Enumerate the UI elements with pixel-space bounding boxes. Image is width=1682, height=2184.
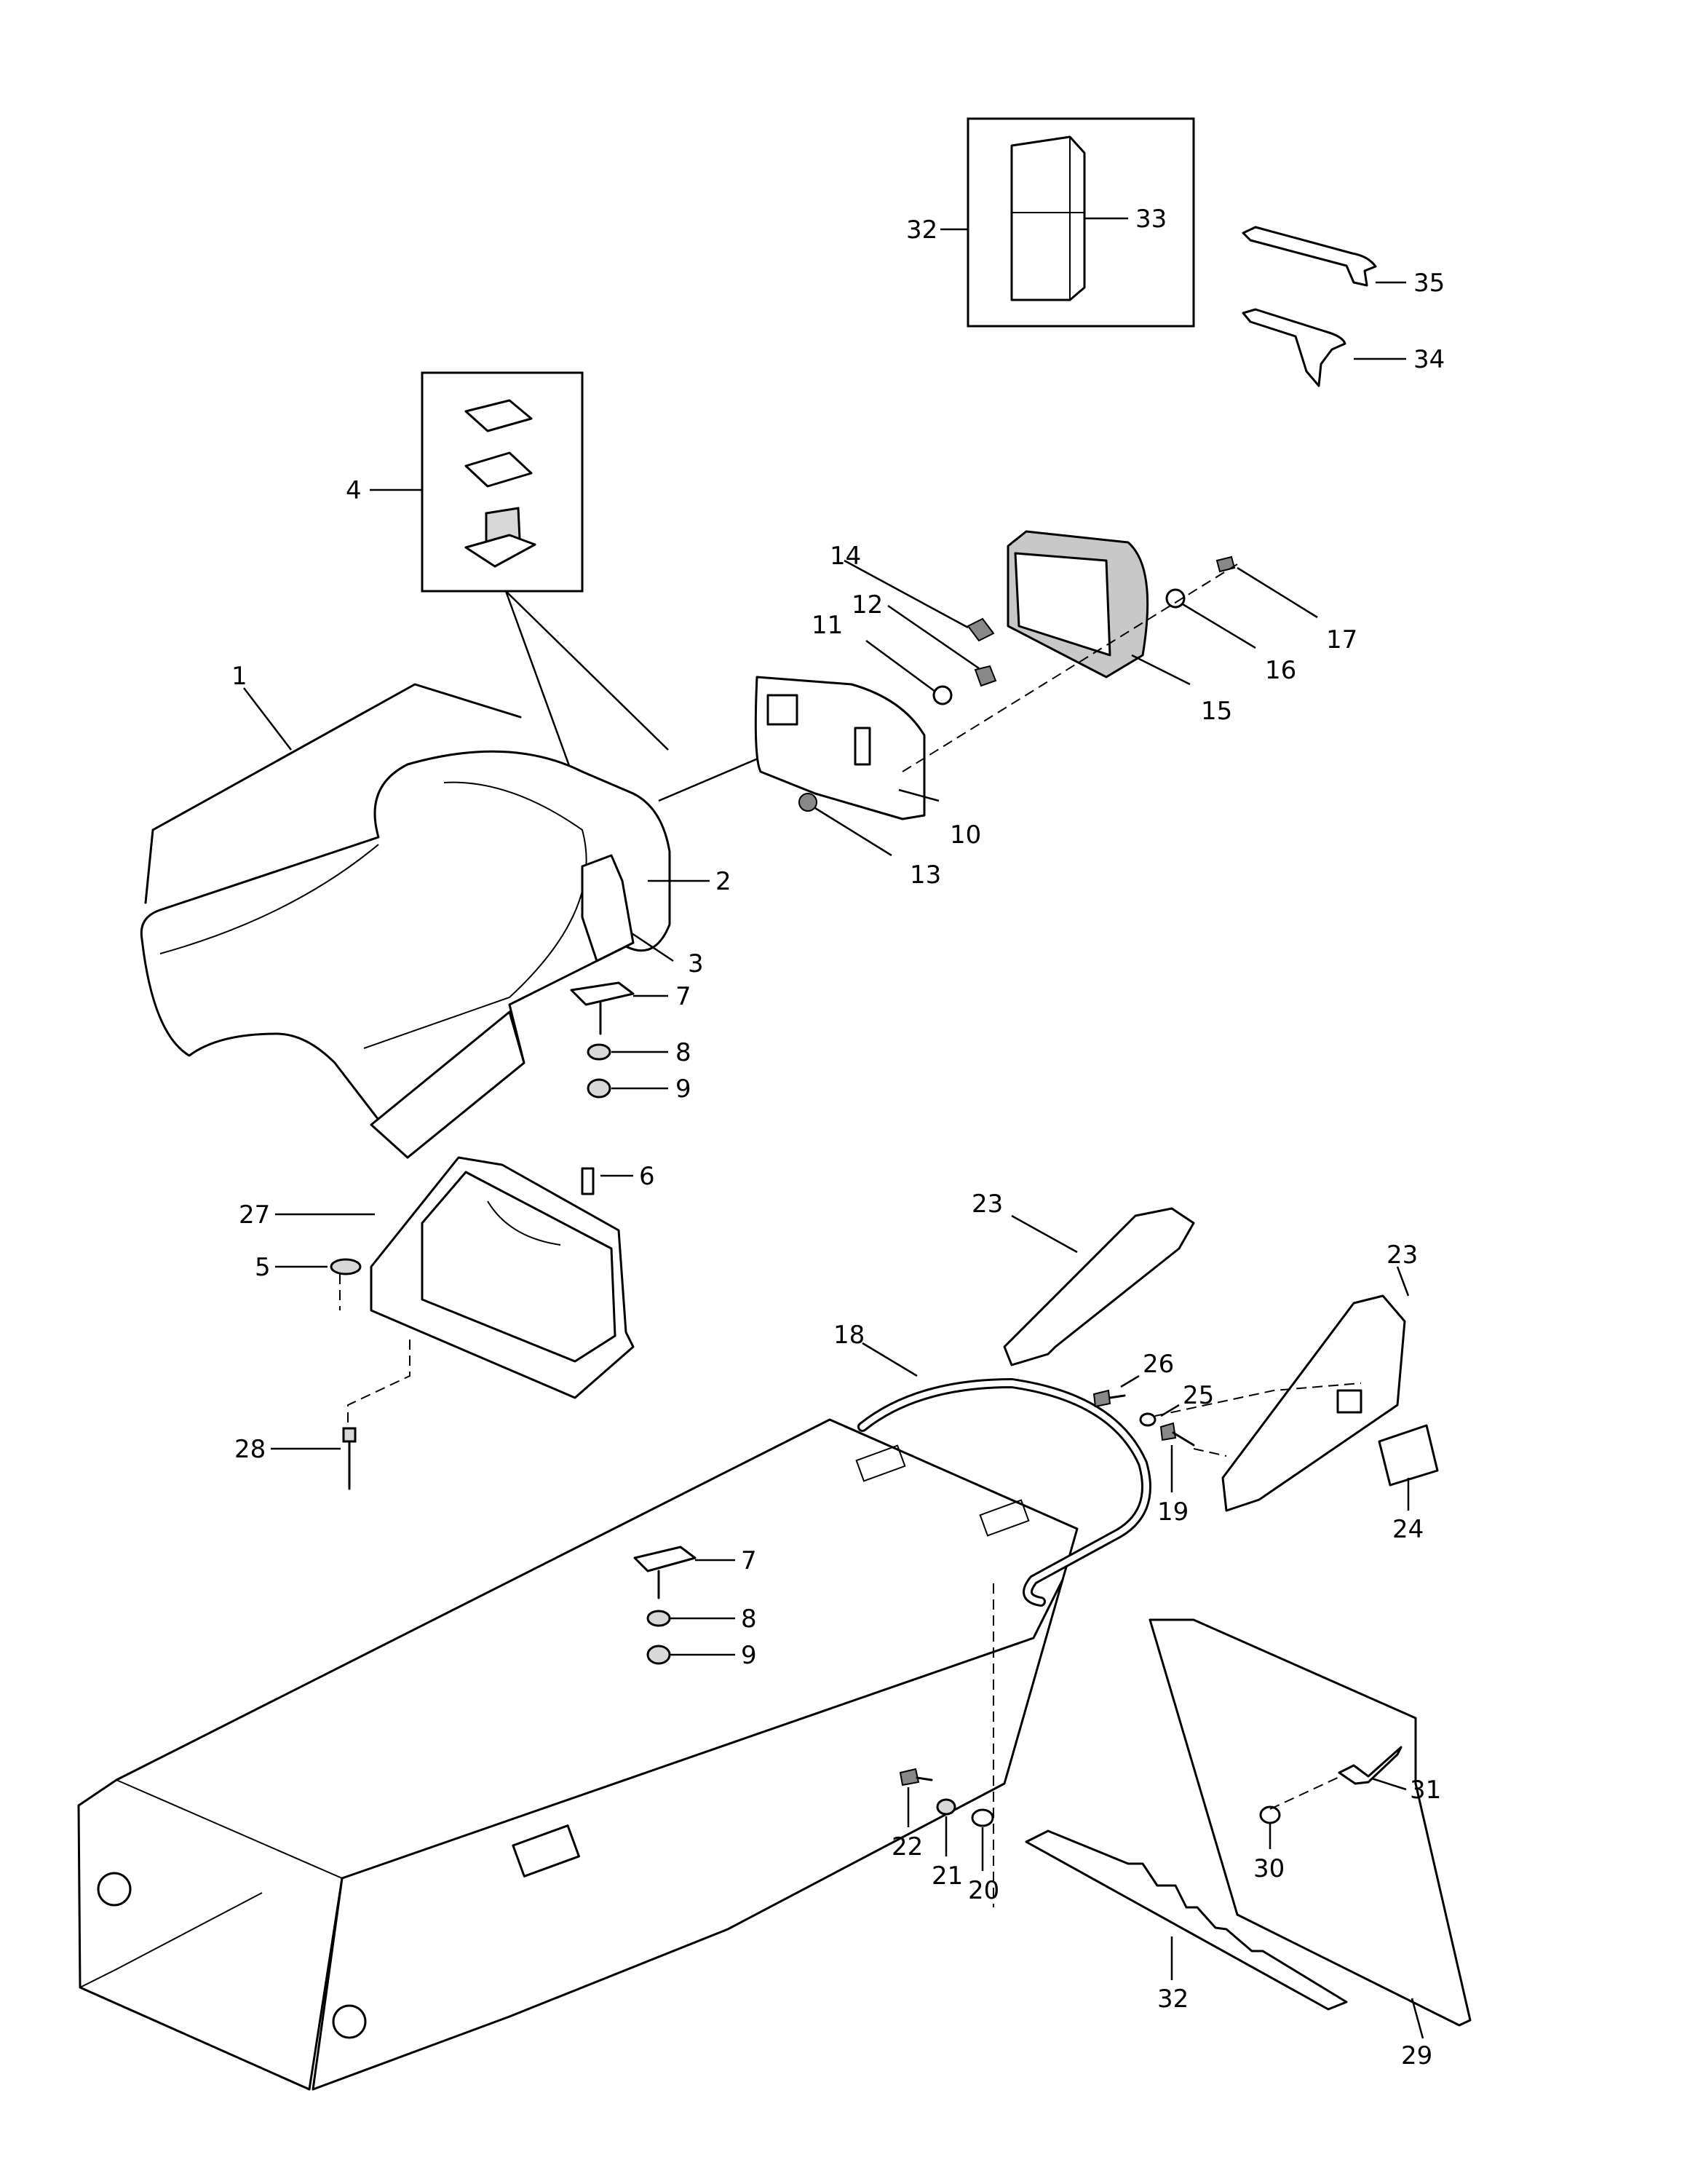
callout-21: 21 xyxy=(932,1861,963,1891)
callout-14: 14 xyxy=(830,542,861,571)
wrench-35 xyxy=(1242,226,1406,287)
callout-8-lower: 8 xyxy=(741,1605,757,1634)
wrench-34 xyxy=(1242,308,1406,387)
fasteners-20-21-22 xyxy=(899,1768,994,1871)
callout-31: 31 xyxy=(1410,1776,1441,1805)
callout-27: 27 xyxy=(239,1200,270,1230)
callout-24: 24 xyxy=(1392,1515,1424,1544)
callout-17: 17 xyxy=(1326,625,1357,654)
callout-8-upper: 8 xyxy=(675,1038,691,1067)
battery-box-27 xyxy=(271,1156,635,1490)
callout-34: 34 xyxy=(1413,345,1445,374)
inset-box-latch xyxy=(370,371,669,772)
seat-hardware-upper xyxy=(570,981,668,1099)
taillight-assembly xyxy=(754,530,1318,857)
callout-15: 15 xyxy=(1201,697,1232,726)
callout-33: 33 xyxy=(1135,205,1167,234)
callout-13: 13 xyxy=(910,860,941,890)
callout-labels: 1 2 3 4 5 6 7 7 8 8 9 9 10 11 12 13 14 1… xyxy=(231,205,1445,2070)
callout-5: 5 xyxy=(255,1253,271,1282)
callout-32-upper: 32 xyxy=(906,215,937,245)
callout-12: 12 xyxy=(852,590,883,620)
callout-3: 3 xyxy=(688,949,704,978)
callout-23-left: 23 xyxy=(972,1190,1003,1219)
callout-28: 28 xyxy=(234,1435,266,1464)
grab-handle-18 xyxy=(857,1342,1151,1607)
callout-9-upper: 9 xyxy=(675,1075,691,1104)
callout-29: 29 xyxy=(1401,2041,1432,2070)
callout-7-upper: 7 xyxy=(675,982,691,1011)
callout-6: 6 xyxy=(639,1162,655,1191)
callout-11: 11 xyxy=(812,611,843,640)
callout-19: 19 xyxy=(1157,1497,1189,1527)
callout-18: 18 xyxy=(833,1321,865,1350)
callout-30: 30 xyxy=(1253,1854,1285,1883)
cover-23-right xyxy=(1221,1266,1439,1512)
callout-25: 25 xyxy=(1183,1381,1214,1410)
callout-4: 4 xyxy=(346,476,362,505)
callout-10: 10 xyxy=(950,820,981,850)
tunnel-frame xyxy=(77,1418,1079,2091)
inset-box-filter xyxy=(940,117,1195,328)
callout-20: 20 xyxy=(968,1876,999,1905)
seat-assembly xyxy=(140,683,830,1159)
callout-1: 1 xyxy=(231,662,247,691)
callout-7-lower: 7 xyxy=(741,1546,757,1575)
callout-9-lower: 9 xyxy=(741,1641,757,1670)
callout-26: 26 xyxy=(1143,1350,1174,1379)
callout-2: 2 xyxy=(715,867,731,896)
callout-32-lower: 32 xyxy=(1157,1985,1189,2014)
cover-23-left xyxy=(1003,1207,1195,1366)
callout-35: 35 xyxy=(1413,269,1445,298)
deflector-32 xyxy=(1025,1829,1348,2011)
callout-16: 16 xyxy=(1265,656,1296,685)
callout-23-right: 23 xyxy=(1387,1241,1418,1270)
snow-flap-29 xyxy=(1149,1618,1472,2039)
callout-22: 22 xyxy=(892,1832,923,1861)
fasteners-19-25-26 xyxy=(1092,1374,1362,1492)
seat-hardware-lower xyxy=(633,1546,735,1665)
